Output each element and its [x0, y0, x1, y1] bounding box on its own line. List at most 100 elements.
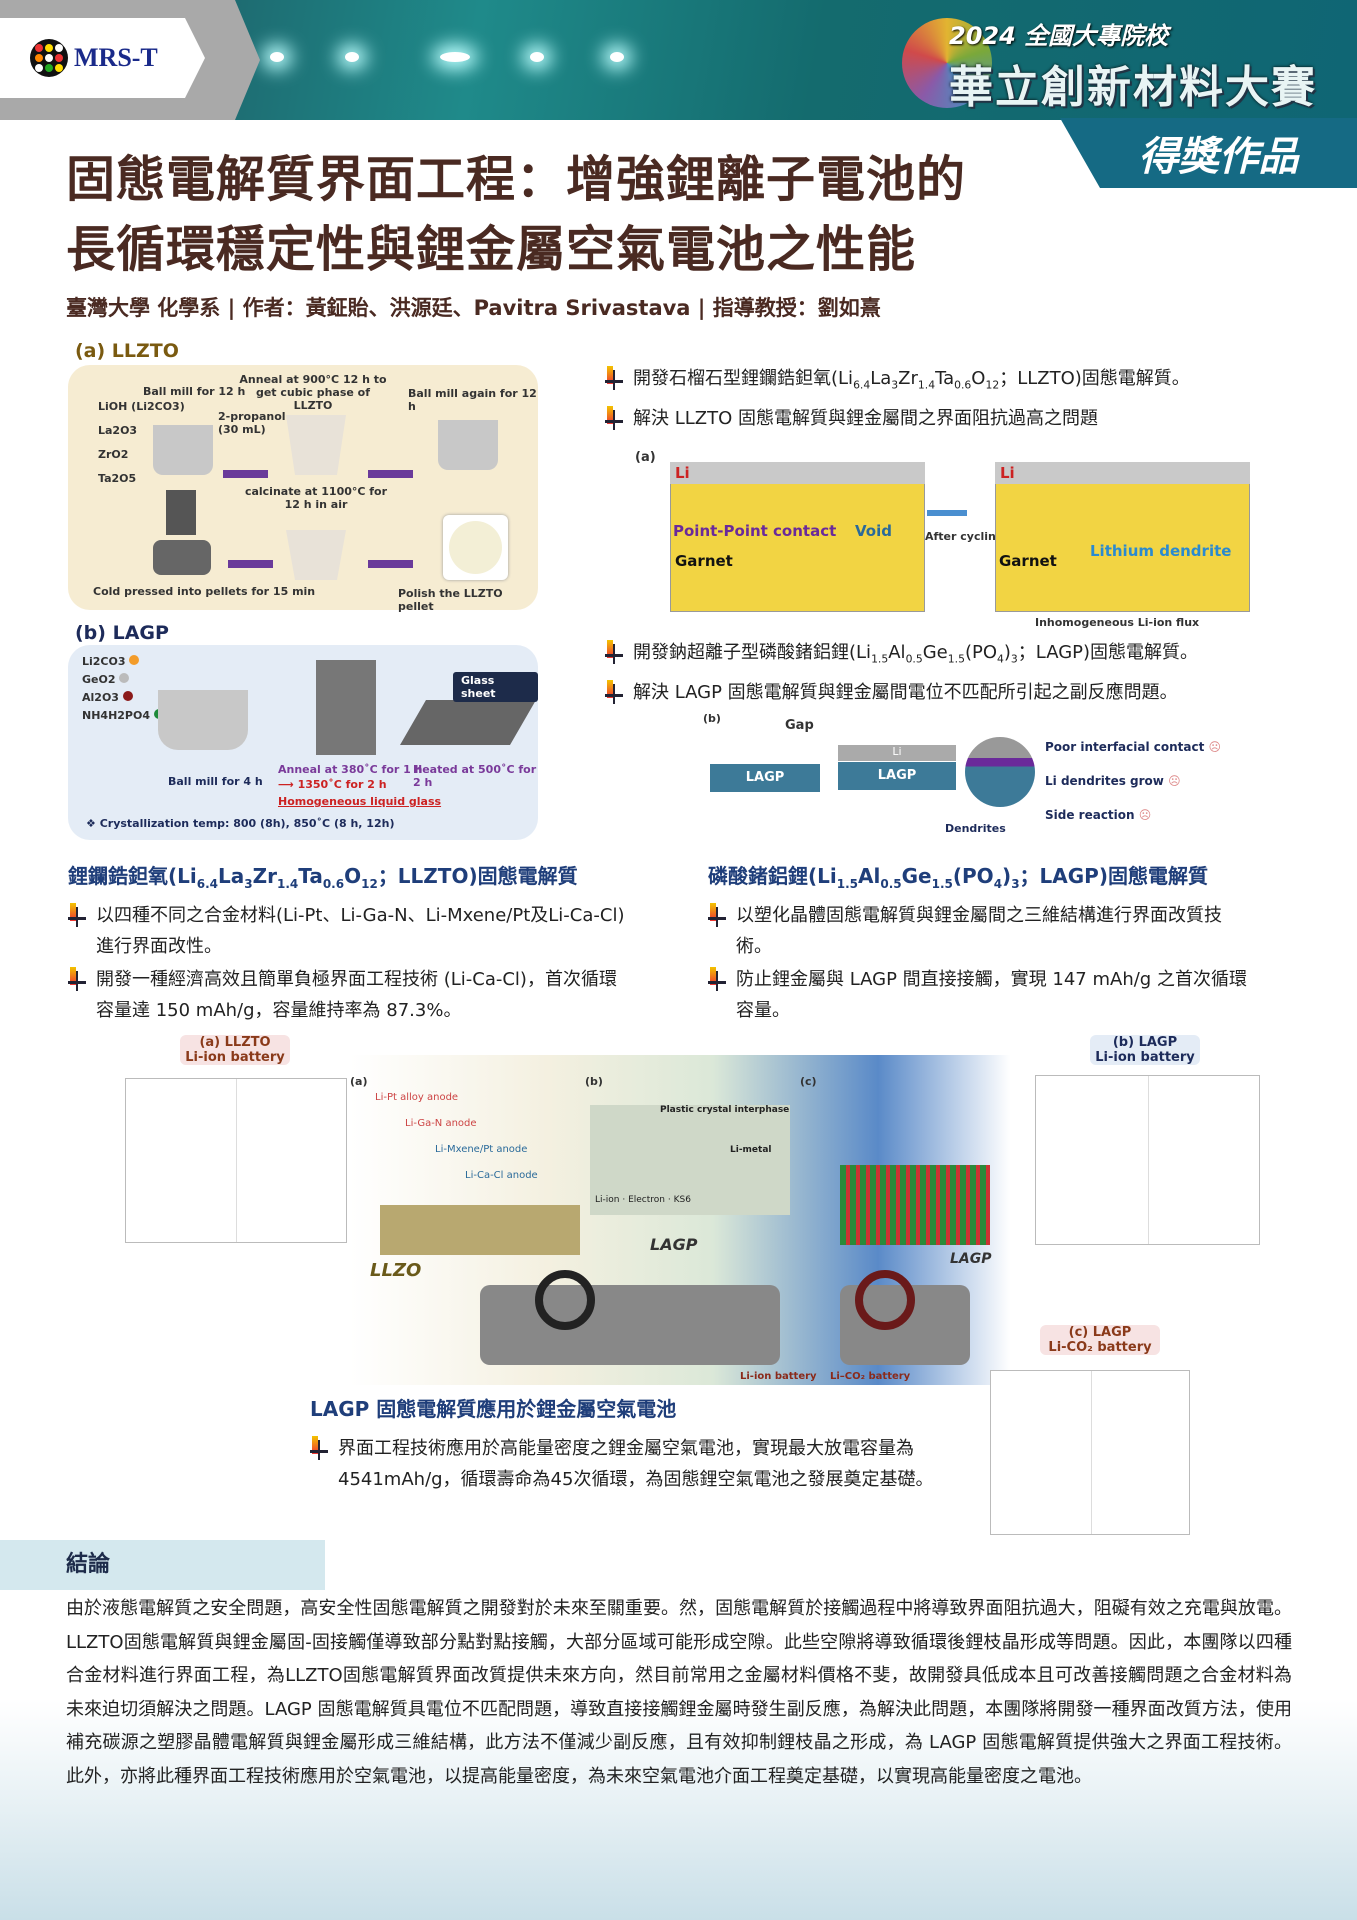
fig-label: (a) — [350, 1075, 368, 1088]
contest-emblem-icon — [902, 18, 992, 108]
bullet-text: 開發石榴石型鋰鑭鋯鉭氧(Li6.4La3Zr1.4Ta0.6O12；LLZTO)… — [633, 368, 1190, 392]
garnet-label: Garnet — [675, 552, 733, 570]
li-layer — [995, 462, 1250, 484]
bullet-item: 以塑化晶體固態電解質與鋰金屬間之三維結構進行界面改質技術。 — [708, 900, 1248, 962]
bullet-icon — [68, 967, 88, 993]
after-cycling-label: After cycling — [925, 530, 1004, 543]
bullet-item: 以四種不同之合金材料(Li-Pt、Li-Ga-N、Li-Mxene/Pt及Li-… — [68, 900, 628, 962]
fig-label: (b) — [585, 1075, 603, 1088]
bullet-icon — [605, 640, 625, 666]
interphase-label: Plastic crystal interphase — [660, 1105, 790, 1115]
bullet-text: 開發一種經濟高效且簡單負極界面工程技術 (Li-Ca-Cl)，首次循環容量達 1… — [96, 969, 617, 1021]
li-co2-battery-label: Li–CO₂ battery — [830, 1371, 911, 1382]
bullet-item: 防止鋰金屬與 LAGP 間直接接觸，實現 147 mAh/g 之首次循環容量。 — [708, 964, 1248, 1026]
logo-text: MRS-T — [74, 43, 158, 72]
llzto-section-bullets: 以四種不同之合金材料(Li-Pt、Li-Ga-N、Li-Mxene/Pt及Li-… — [68, 900, 628, 1028]
step: calcinate at 1100°C for 12 h in air — [244, 485, 388, 511]
step: Ball mill for 12 h — [143, 385, 246, 398]
air-section-heading: LAGP 固態電解質應用於鋰金屬空氣電池 — [310, 1397, 677, 1421]
gap-label: Gap — [785, 718, 814, 733]
zoom-circle — [965, 737, 1035, 807]
llzo-label: LLZO — [370, 1260, 422, 1281]
llzto-voltage-charts — [125, 1078, 347, 1243]
die-icon — [153, 540, 211, 575]
lagp-block: LAGP — [710, 764, 820, 792]
lagp-intro-bullets: 開發鈉超離子型磷酸鍺鋁鋰(Li1.5Al0.5Ge1.5(PO4)3；LAGP)… — [605, 637, 1325, 710]
llzto-battery-label: (a) LLZTO Li-ion battery — [180, 1035, 290, 1065]
arrow-icon — [223, 470, 268, 478]
lagp-label: LAGP — [950, 1251, 992, 1267]
reagent: La2O3 — [98, 424, 138, 437]
bullet-text: 防止鋰金屬與 LAGP 間直接接觸，實現 147 mAh/g 之首次循環容量。 — [736, 969, 1247, 1021]
fig-llzto-synthesis: LiOH (Li2CO3) La2O3 ZrO2 Ta2O5 Ball mill… — [68, 365, 538, 613]
pellet-icon — [443, 515, 508, 580]
contest-title: 2024 全國大專院校 華立創新材料大賽 — [949, 16, 1317, 115]
sad-face-icon: ☹ — [1208, 740, 1222, 754]
li-ion-battery-label: Li-ion battery — [740, 1371, 817, 1382]
step: Anneal at 900°C 12 h to get cubic phase … — [239, 373, 387, 412]
step: Ball mill again for 12 h — [408, 387, 537, 413]
reagent-dot-icon — [119, 673, 130, 683]
llzto-section-heading: 鋰鑭鋯鉭氧(Li6.4La3Zr1.4Ta0.6O12；LLZTO)固態電解質 — [68, 864, 578, 891]
reagent-dot-icon — [129, 655, 140, 665]
bullet-item: 開發石榴石型鋰鑭鋯鉭氧(Li6.4La3Zr1.4Ta0.6O12；LLZTO)… — [605, 363, 1325, 401]
anode-label: Li-Pt alloy anode — [375, 1092, 459, 1103]
logo-icon — [30, 39, 68, 77]
reagent: GeO2 — [82, 671, 164, 689]
reagent: ZrO2 — [98, 448, 129, 461]
crucible-icon — [286, 530, 346, 580]
bullet-text: 以四種不同之合金材料(Li-Pt、Li-Ga-N、Li-Mxene/Pt及Li-… — [96, 905, 625, 957]
furnace-icon — [316, 660, 376, 755]
contact-label: Point-Point contact — [673, 522, 837, 540]
garnet-label: Garnet — [999, 552, 1057, 570]
arrow-icon — [368, 470, 413, 478]
arrow-icon — [927, 510, 967, 516]
bullet-item: 開發一種經濟高效且簡單負極界面工程技術 (Li-Ca-Cl)，首次循環容量達 1… — [68, 964, 628, 1026]
bullet-text: 界面工程技術應用於高能量密度之鋰金屬空氣電池，實現最大放電容量為 4541mAh… — [338, 1438, 934, 1490]
bullet-icon — [708, 967, 728, 993]
arrow-icon — [368, 560, 413, 568]
reagent: Al2O3 — [82, 689, 164, 707]
magnifier-icon — [855, 1270, 915, 1330]
void-label: Void — [855, 522, 892, 540]
step: 2-propanol (30 mL) — [218, 410, 286, 436]
conclusion-heading: 結論 — [0, 1540, 325, 1590]
contest-name: 華立創新材料大賽 — [949, 62, 1317, 113]
authors-line: 臺灣大學 化學系 | 作者：黃鉦貽、洪源廷、Pavitra Srivastava… — [66, 296, 881, 320]
lagp-block: LAGP — [838, 762, 956, 790]
step: Ball mill for 4 h — [168, 775, 263, 788]
poster-title: 固態電解質界面工程：增強鋰離子電池的 長循環穩定性與鋰金屬空氣電池之性能 — [66, 145, 966, 285]
li-layer — [670, 462, 925, 484]
bullet-icon — [605, 366, 625, 392]
bullet-icon — [708, 903, 728, 929]
bullet-item: 解決 LAGP 固態電解質與鋰金屬間電位不匹配所引起之副反應問題。 — [605, 677, 1325, 708]
step: Anneal at 380˚C for 1 h — [278, 763, 423, 776]
co2-battery-label: (c) LAGP Li-CO₂ battery — [1040, 1325, 1160, 1355]
co2-battery-array — [840, 1165, 990, 1245]
background-waves — [0, 1700, 1357, 1920]
anode-layer — [380, 1205, 580, 1255]
step: Cold pressed into pellets for 15 min — [93, 585, 316, 598]
anode-label: Li-Mxene/Pt anode — [435, 1144, 528, 1155]
reagent: NH4H2PO4 — [82, 707, 164, 725]
lagp-label: LAGP — [650, 1235, 698, 1254]
dendrite-label: Lithium dendrite — [1090, 542, 1232, 560]
anode-labels: Li-Pt alloy anode Li-Ga-N anode Li-Mxene… — [375, 1085, 538, 1189]
li-metal-label: Li-metal — [730, 1145, 772, 1155]
battery-schematic: (a) (b) (c) Li-Pt alloy anode Li-Ga-N an… — [350, 1055, 1010, 1385]
bullet-text: 解決 LLZTO 固態電解質與鋰金屬間之界面阻抗過高之問題 — [633, 407, 1098, 429]
legend: Li-ion · Electron · KS6 — [595, 1195, 691, 1205]
issue-item: Side reaction ☹ — [1045, 808, 1152, 822]
bullet-item: 解決 LLZTO 固態電解質與鋰金屬間之界面阻抗過高之問題 — [605, 403, 1325, 434]
co2-cycling-charts — [990, 1370, 1190, 1535]
fig-lagp-label: (b) LAGP — [75, 622, 169, 644]
crystallization-note: ❖ Crystallization temp: 800 (8h), 850˚C … — [86, 817, 395, 830]
bullet-text: 開發鈉超離子型磷酸鍺鋁鋰(Li1.5Al0.5Ge1.5(PO4)3；LAGP)… — [633, 642, 1199, 666]
garnet-block — [995, 462, 1250, 612]
bullet-item: 界面工程技術應用於高能量密度之鋰金屬空氣電池，實現最大放電容量為 4541mAh… — [310, 1433, 950, 1495]
contest-year: 2024 全國大專院校 — [949, 22, 1169, 50]
bullet-item: 開發鈉超離子型磷酸鍺鋁鋰(Li1.5Al0.5Ge1.5(PO4)3；LAGP)… — [605, 637, 1325, 675]
interphase-diagram: Plastic crystal interphase Li-metal Li-i… — [590, 1105, 790, 1215]
fig-label: (a) — [635, 450, 656, 465]
glass-sheet-icon — [400, 700, 536, 745]
